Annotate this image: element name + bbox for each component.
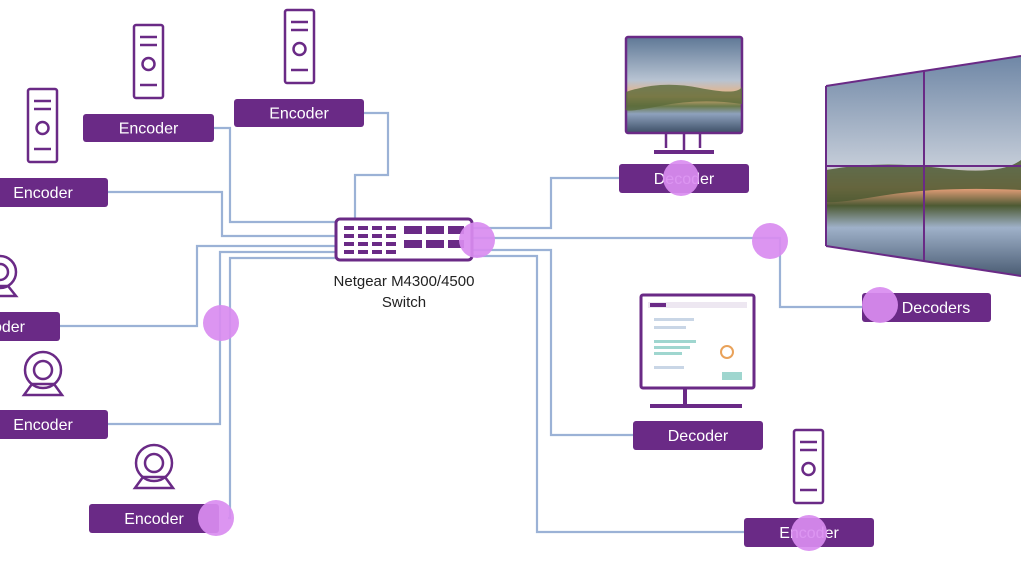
highlight-marker[interactable] [752,223,788,259]
svg-text:oder: oder [0,319,26,336]
svg-text:Decoder: Decoder [668,428,729,445]
webcam-icon [0,254,19,298]
svg-text:Encoder: Encoder [124,511,184,528]
svg-text:Encoder: Encoder [13,417,73,434]
desktop-tower-icon [283,8,316,85]
wire-decoder-top [470,176,620,230]
monitor-icon [624,35,744,154]
highlight-marker[interactable] [459,222,495,258]
encoder-label[interactable]: oder [0,312,60,341]
wire-decoder-mid [470,248,633,437]
desktop-tower-icon [26,87,59,164]
highlight-marker[interactable] [862,287,898,323]
video-wall-icon [825,55,1021,277]
encoder-label[interactable]: Encoder [0,178,108,207]
highlight-marker[interactable] [198,500,234,536]
highlight-marker[interactable] [663,160,699,196]
desktop-tower-icon [132,23,165,100]
svg-text:Decoders: Decoders [902,300,970,317]
svg-text:Encoder: Encoder [13,185,73,202]
wire-encoder-a [214,126,338,224]
svg-text:Encoder: Encoder [119,121,179,138]
wire-encoder-d [60,244,338,328]
encoder-label[interactable]: Encoder [83,114,214,142]
encoder-label[interactable]: Encoder [234,99,364,127]
desktop-tower-icon [792,428,825,505]
network-switch-icon[interactable] [334,217,474,262]
webcam-icon [21,350,65,397]
wire-decoders-wall [470,236,862,309]
wire-encoder-br [470,254,745,534]
encoder-label[interactable]: Encoder [0,410,108,439]
wire-encoder-f [228,256,338,520]
switch-model-label: Netgear M4300/4500 [334,273,475,290]
encoder-label[interactable]: Encoder [89,504,219,533]
highlight-marker[interactable] [791,515,827,551]
webcam-icon [132,443,176,490]
wire-encoder-b [353,111,390,218]
monitor-icon [639,293,756,408]
highlight-marker[interactable] [203,305,239,341]
svg-text:Encoder: Encoder [269,106,329,123]
switch-type-label: Switch [382,294,426,311]
wire-encoder-c [108,190,338,238]
decoder-label[interactable]: Decoder [633,421,763,450]
